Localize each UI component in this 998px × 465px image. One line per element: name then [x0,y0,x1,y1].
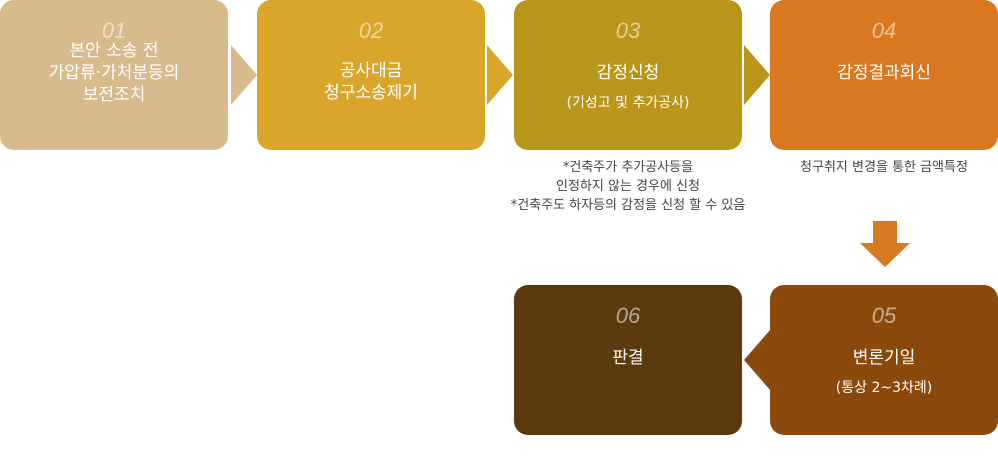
arrow-left-icon [744,330,770,390]
step-01-number: 01 [101,18,127,43]
step-06-title: 판결 [612,348,644,368]
step-03-note: *건축주가 추가공사등을 인정하지 않는 경우에 신청 *건축주도 하자등의 감… [510,160,746,213]
step-05-box: 05 변론기일 (통상 2~3차례) [770,285,998,435]
arrow-right-icon [487,45,513,105]
step-02-title: 공사대금 청구소송제기 [324,61,418,103]
step-04-note: 청구취지 변경을 통한 금액특정 [800,160,968,175]
step-03-number: 03 [615,18,641,43]
arrow-right-icon [231,45,257,105]
step-05-title: 변론기일 [852,348,916,368]
step-06-number: 06 [615,303,641,328]
step-04-title: 감정결과회신 [837,63,931,83]
step-05-number: 05 [871,303,897,328]
step-01-title: 본안 소송 전 가압류·가처분등의 보전조치 [48,41,180,105]
step-03-title: 감정신청 [596,63,660,83]
step-04-number: 04 [871,18,897,43]
step-05-subtitle: (통상 2~3차례) [835,380,933,396]
step-04-box: 04 감정결과회신 [770,0,998,150]
step-02-box: 02 공사대금 청구소송제기 [257,0,485,150]
arrow-right-icon [744,45,770,105]
step-02-number: 02 [358,18,384,43]
step-03-box: 03 감정신청 (기성고 및 추가공사) [514,0,742,150]
step-01-box: 01 본안 소송 전 가압류·가처분등의 보전조치 [0,0,228,150]
arrow-down-icon [860,221,910,267]
step-06-box: 06 판결 [514,285,742,435]
step-03-subtitle: (기성고 및 추가공사) [566,95,690,111]
